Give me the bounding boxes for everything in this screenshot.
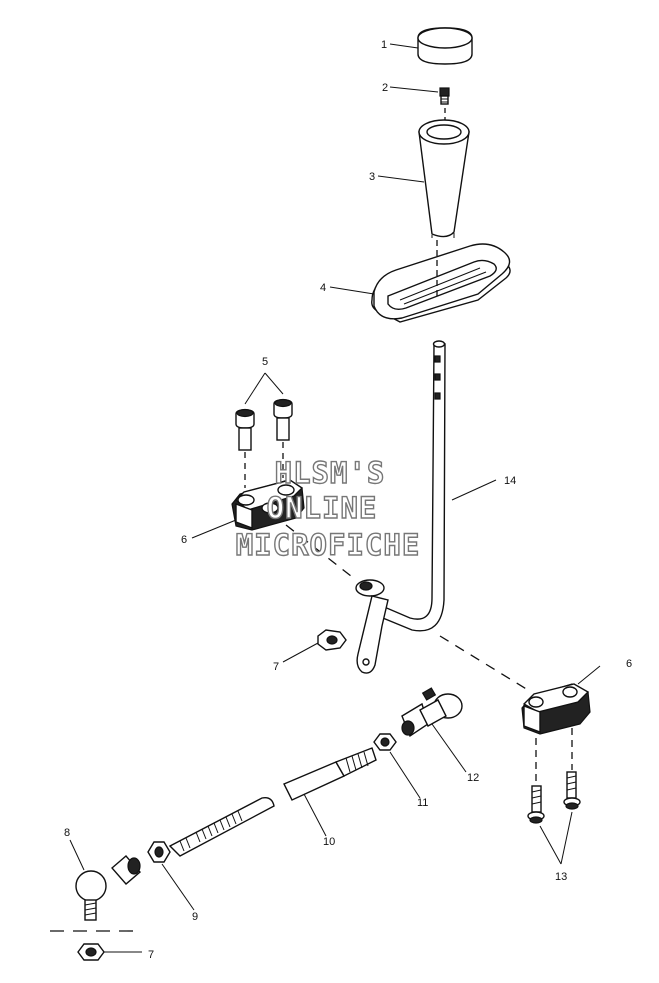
screws <box>527 771 581 824</box>
watermark-line-3: MICROFICHE <box>236 528 421 562</box>
ball-joint-upper <box>401 687 463 738</box>
callout-labels: 1 2 3 4 5 6 6 7 7 8 9 10 11 12 13 14 <box>64 39 632 961</box>
callout-10: 10 <box>323 836 335 848</box>
callout-6-upper: 6 <box>181 534 187 546</box>
knob <box>417 27 473 65</box>
callout-11: 11 <box>417 797 428 809</box>
callout-7-lower: 7 <box>148 949 154 961</box>
callout-5: 5 <box>262 356 268 368</box>
callout-3: 3 <box>369 171 375 183</box>
callout-12: 12 <box>467 772 479 784</box>
threaded-rod <box>168 796 275 857</box>
pivot-block-upper <box>231 479 305 531</box>
nut-upper <box>317 629 347 651</box>
callout-9: 9 <box>192 911 198 923</box>
nut-lower <box>77 943 105 961</box>
pivot-block-lower <box>439 635 591 782</box>
callout-1: 1 <box>381 39 387 51</box>
callout-13: 13 <box>555 871 567 883</box>
leader-lines <box>69 43 601 953</box>
callout-14: 14 <box>504 475 516 487</box>
set-screw <box>439 87 450 128</box>
callout-7-upper: 7 <box>273 661 279 673</box>
callout-4: 4 <box>320 282 326 294</box>
callout-6-lower: 6 <box>626 658 632 670</box>
jam-nut-upper <box>373 733 397 751</box>
callout-8: 8 <box>64 827 70 839</box>
watermark: HLSM'S ONLINE MICROFICHE <box>235 455 421 562</box>
ball-joint-lower <box>50 855 141 932</box>
callout-2: 2 <box>382 82 388 94</box>
shift-boot <box>371 240 511 323</box>
shift-lever <box>285 340 446 674</box>
jam-nut-lower <box>147 841 171 863</box>
mounting-bolts <box>235 398 293 488</box>
watermark-line-1: HLSM'S <box>275 456 386 490</box>
grip <box>418 119 470 238</box>
watermark-line-2: ONLINE <box>267 491 378 525</box>
link-rod <box>283 747 377 801</box>
